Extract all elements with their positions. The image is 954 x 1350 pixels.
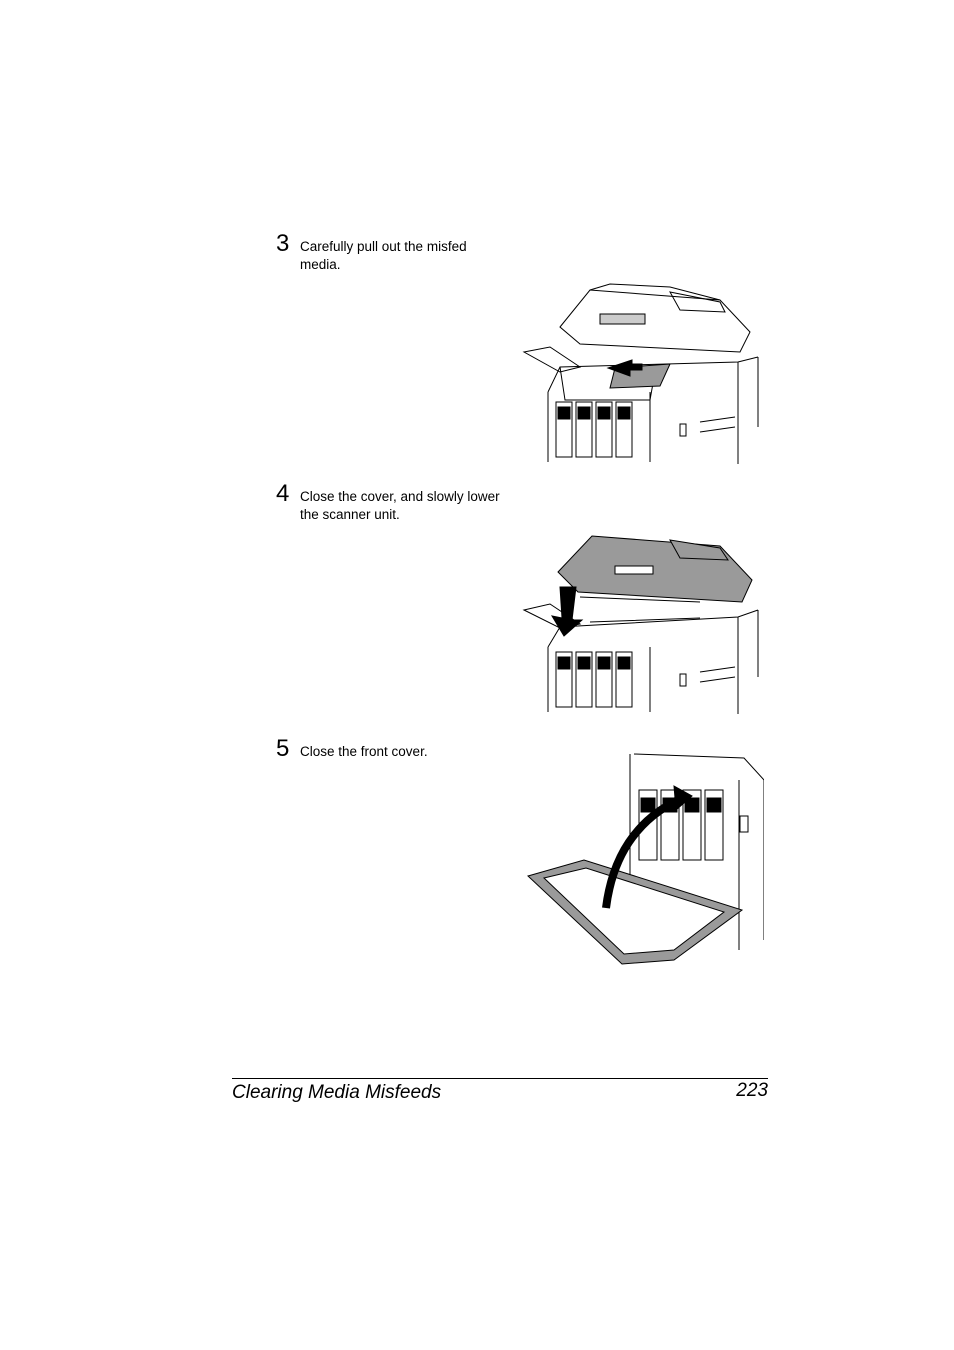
page-number: 223 [736, 1080, 768, 1101]
step-instruction: Close the cover, and slowly lower the sc… [300, 489, 500, 522]
step-number: 4 [276, 480, 290, 507]
illustration-pull-media [520, 282, 760, 464]
illustration-lower-scanner [520, 532, 760, 714]
step-number: 3 [276, 230, 290, 257]
illustration-close-front-cover [524, 750, 764, 970]
footer-section-title: Clearing Media Misfeeds [232, 1082, 442, 1103]
footer-rule [232, 1078, 768, 1079]
step-instruction: Close the front cover. [300, 744, 428, 759]
step-instruction: Carefully pull out the misfed media. [300, 239, 467, 272]
step-number: 5 [276, 735, 290, 762]
